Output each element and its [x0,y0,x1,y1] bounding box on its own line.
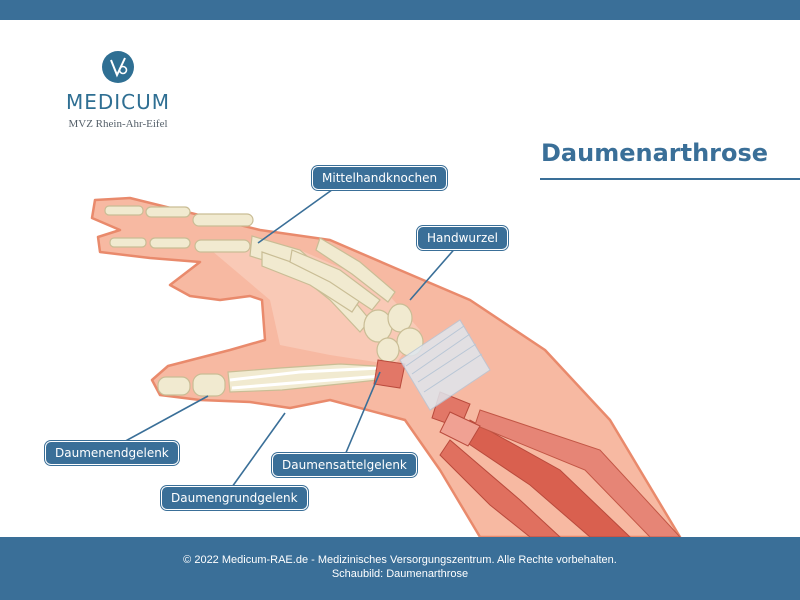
label-daumenendgelenk: Daumenendgelenk [45,441,179,465]
page-title: Daumenarthrose [541,139,769,167]
hand-illustration [90,186,682,537]
footer-copyright: © 2022 Medicum-RAE.de - Medizinisches Ve… [183,554,617,566]
medicum-logo: MEDICUM MVZ Rhein-Ahr-Eifel [48,50,188,130]
leader-lines [119,186,459,488]
wrist-ligament [399,319,491,411]
footer-caption: Schaubild: Daumenarthrose [331,568,469,580]
forearm-muscle-2 [439,439,561,537]
finger-bones [104,205,424,363]
label-mittelhandknochen: Mittelhandknochen [312,166,448,190]
title-underline [540,178,800,180]
ligament-lines [405,325,483,393]
label-daumensattelgelenk: Daumensattelgelenk [272,453,417,477]
label-daumengrundgelenk: Daumengrundgelenk [161,486,308,510]
logo-name: MEDICUM [65,90,171,114]
footer: © 2022 Medicum-RAE.de - Medizinisches Ve… [0,537,800,600]
medicum-logo-icon [102,51,134,83]
logo-subtitle: MVZ Rhein-Ahr-Eifel [68,118,168,130]
top-bar [0,0,800,20]
label-handwurzel: Handwurzel [417,226,508,250]
thumb-tendons [229,366,383,390]
